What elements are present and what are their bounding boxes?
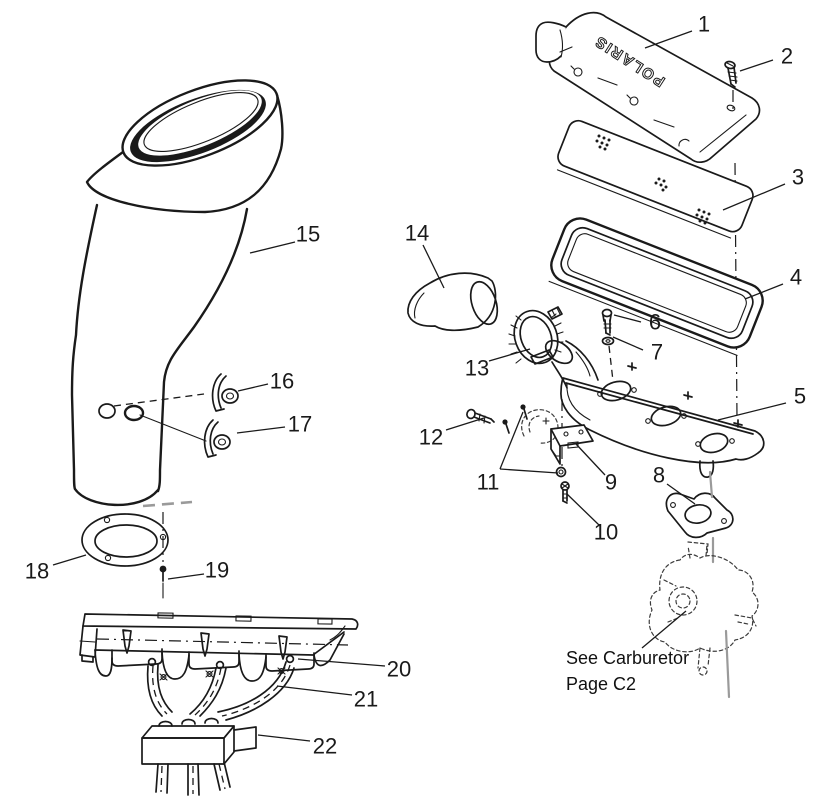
leader-line-part-18 [52,554,87,566]
leader-line-part-4 [744,283,784,300]
part-number-2: 2 [781,44,793,69]
part-number-3: 3 [792,165,804,190]
leader-line-part-7 [612,336,644,351]
part-number-19: 19 [205,558,229,583]
part-22-junction-block [141,717,257,796]
note-line-1: See Carburetor [566,648,689,668]
part-6-screw [601,308,613,336]
ghost-mount [521,409,559,444]
part-7-washer [601,336,615,382]
part-number-12: 12 [419,425,443,450]
part-20-manifold-plate [79,612,359,682]
part-5-air-box-base [530,339,765,478]
part-21-vent-hoses [146,654,295,721]
leader-line-part-13 [488,348,531,362]
part-12-screw [466,408,495,424]
part-13-clamp [508,306,564,365]
part-number-6: 6 [649,310,661,335]
leader-line-part-9 [575,443,606,476]
centerline-dash [142,500,193,508]
leader-line-part-2 [739,59,774,72]
part-number-16: 16 [270,369,294,394]
clip16-locator-line [113,393,205,407]
foam-speckles [595,134,711,225]
part-18-ring-flange [81,513,169,567]
part-number-15: 15 [296,222,320,247]
part-8-flange [665,492,734,539]
leader-line-part-12 [445,417,485,431]
leader-line-part-3 [722,183,786,211]
part-4-gasket-frame [548,217,764,356]
part-number-7: 7 [651,340,663,365]
part-number-5: 5 [794,384,806,409]
leader-line-part-6 [613,314,642,323]
part-number-17: 17 [288,412,312,437]
note-line-2: Page C2 [566,674,636,694]
part-number-11: 11 [477,470,500,495]
part-17-clip [203,419,231,458]
leader-line-part-10 [566,493,600,526]
carb-centerline-top [708,470,714,499]
leader-line-part-11 [499,411,524,470]
leader-line-part-19 [167,573,205,580]
leader-line-part-22 [257,734,311,742]
leader-line-part-11 [499,468,559,474]
part-number-10: 10 [594,520,618,545]
leader-line-part-5 [717,402,787,421]
leader-line-part-14 [422,244,445,289]
leader-line-part-16 [237,383,269,392]
note-leader-line [641,610,687,649]
part-16-clip [211,373,239,412]
part-15-snorkel-tube [70,79,284,507]
part-10-screw [560,481,570,504]
part-number-22: 22 [313,734,337,759]
leader-line-part-15 [249,241,296,254]
part-number-20: 20 [387,657,411,682]
part-3-foam-seal [556,119,754,239]
clip17-locator-line [139,414,207,442]
part-11-rivets [502,404,567,478]
part-number-4: 4 [790,265,802,290]
part-number-13: 13 [465,356,489,381]
leader-line-part-17 [236,426,286,434]
carb-centerline-bottom [724,629,731,699]
leader-line-part-21 [276,685,353,696]
leader-line-part-20 [297,658,386,667]
leader-line-part-8 [666,483,696,505]
part-9-bracket [550,424,594,465]
part-number-18: 18 [25,559,49,584]
part-number-14: 14 [405,221,429,246]
part-19-rivet [159,512,167,599]
part-number-1: 1 [698,12,710,37]
part-number-8: 8 [653,463,665,488]
part-number-21: 21 [354,687,378,712]
part-14-elbow-duct [407,272,499,332]
leader-line-part-1 [644,30,693,49]
part-number-9: 9 [605,470,617,495]
note-see-carburetor: See Carburetor Page C2 [566,610,689,694]
